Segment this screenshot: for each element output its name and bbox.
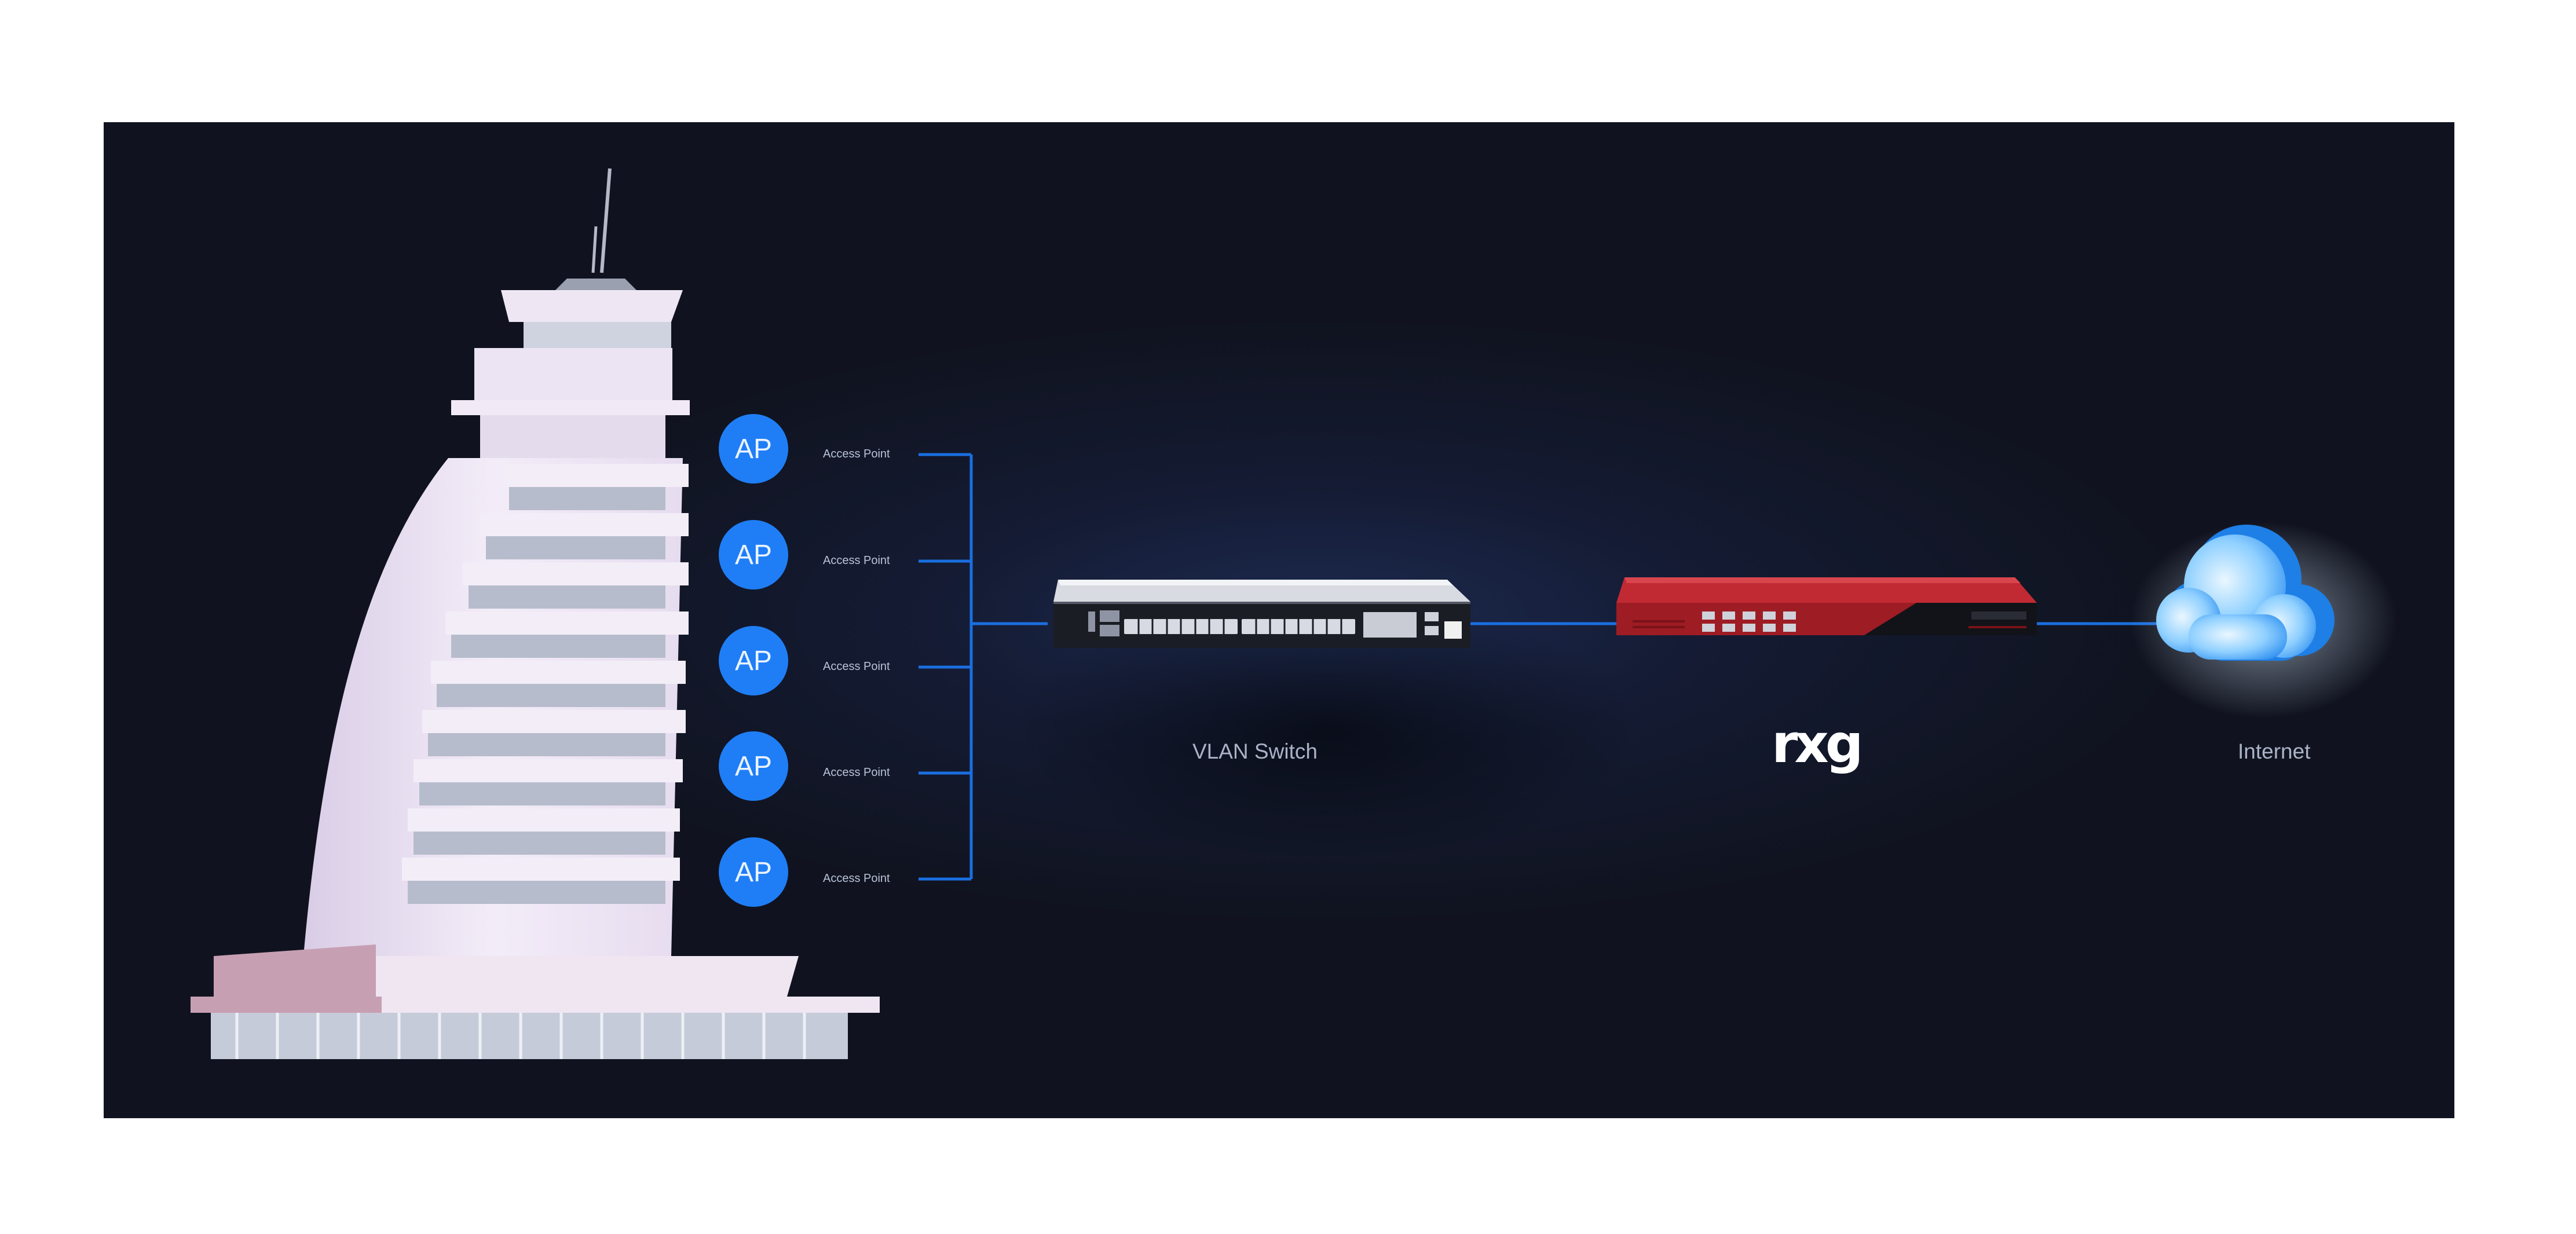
vlan-switch-device bbox=[1053, 580, 1470, 648]
access-point-badge: AP bbox=[719, 520, 788, 589]
access-point-label: Access Point bbox=[823, 554, 890, 567]
access-point-label: Access Point bbox=[823, 660, 890, 673]
cloud-icon bbox=[2131, 522, 2397, 719]
rxg-logo: rxg bbox=[1772, 713, 1864, 775]
building-illustration bbox=[191, 168, 880, 1059]
access-point-label: Access Point bbox=[823, 448, 890, 460]
access-point-badge: AP bbox=[719, 731, 788, 801]
rxg-gateway-device bbox=[1616, 577, 2037, 635]
access-point-label: Access Point bbox=[823, 766, 890, 779]
internet-caption: Internet bbox=[2238, 739, 2311, 763]
access-point-badge: AP bbox=[719, 414, 788, 484]
access-point-label: Access Point bbox=[823, 872, 890, 885]
access-point-badge: AP bbox=[719, 837, 788, 907]
vlan-switch-caption: VLAN Switch bbox=[1192, 739, 1318, 763]
diagram-panel: AP Access Point AP Access Point AP Acces… bbox=[104, 122, 2454, 1118]
access-point-badge: AP bbox=[719, 626, 788, 695]
